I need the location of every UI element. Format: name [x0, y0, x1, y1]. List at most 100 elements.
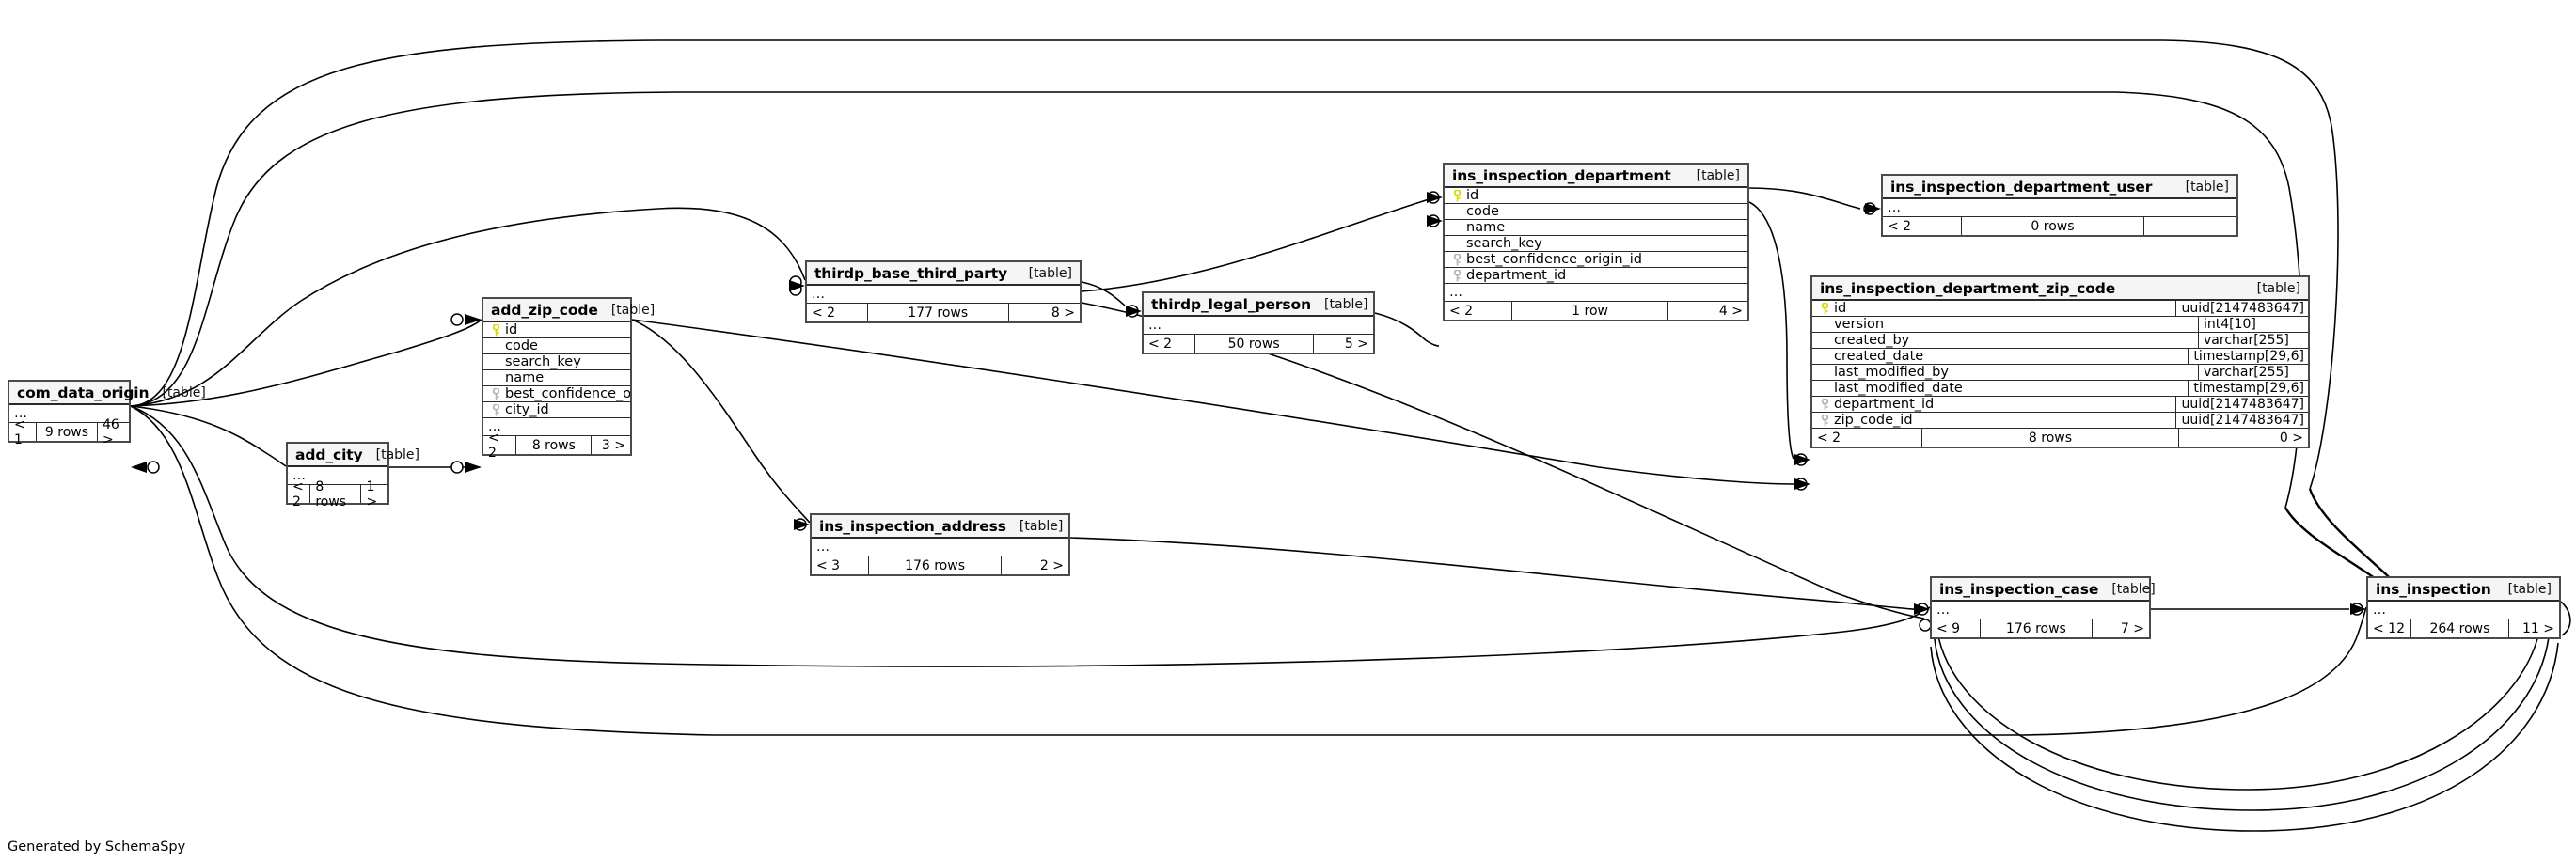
column-left: code — [1445, 204, 1747, 219]
primary-key-icon — [1817, 302, 1832, 315]
column-left: id — [1812, 301, 2175, 316]
column-left: search_key — [1445, 236, 1747, 251]
column-row[interactable]: code — [1445, 204, 1747, 220]
more-columns-ellipsis[interactable]: … — [9, 405, 129, 423]
table-header-ins_inspection_case[interactable]: ins_inspection_case[table] — [1932, 578, 2156, 602]
table-kind-label: [table] — [1028, 265, 1072, 281]
table-title: ins_inspection — [2376, 580, 2491, 598]
children-count: 4 > — [1718, 303, 1743, 319]
rel-marker-circle — [1863, 202, 1876, 215]
more-columns-ellipsis[interactable]: … — [2368, 602, 2559, 619]
column-row[interactable]: code — [483, 338, 630, 354]
column-row[interactable]: department_id uuid[2147483647] — [1812, 397, 2308, 413]
column-row[interactable]: id — [1445, 188, 1747, 204]
column-row[interactable]: name — [483, 370, 630, 386]
table-header-add_zip_code[interactable]: add_zip_code[table] — [483, 299, 655, 322]
foreign-key-icon — [1449, 269, 1464, 282]
table-title: thirdp_legal_person — [1151, 295, 1312, 313]
table-title: ins_inspection_department_zip_code — [1820, 279, 2116, 297]
primary-key-icon — [1449, 189, 1464, 202]
edge-thirdparty-to-legalperson — [1081, 281, 1126, 306]
table-header-thirdp_base_third_party[interactable]: thirdp_base_third_party[table] — [807, 262, 1080, 286]
children-count: 0 > — [2279, 430, 2303, 446]
column-row[interactable]: best_confidence_origin_id — [1445, 252, 1747, 268]
more-columns-ellipsis[interactable]: … — [807, 286, 1080, 304]
edge-origin-to-inspection — [130, 405, 2367, 736]
parents-count: < 2 — [1817, 430, 1841, 446]
column-left: version — [1812, 317, 2198, 332]
column-row[interactable]: department_id — [1445, 268, 1747, 284]
column-row[interactable]: id uuid[2147483647] — [1812, 301, 2308, 317]
table-header-ins_inspection_department[interactable]: ins_inspection_department[table] — [1445, 165, 1747, 188]
row-count: 1 row — [1510, 302, 1669, 320]
table-title: add_city — [295, 446, 363, 463]
table-header-add_city[interactable]: add_city[table] — [288, 444, 419, 467]
table-node-ins_inspection_department_user[interactable]: ins_inspection_department_user[table]…< … — [1881, 174, 2238, 237]
more-columns-ellipsis[interactable]: … — [1932, 602, 2149, 619]
table-header-thirdp_legal_person[interactable]: thirdp_legal_person [table] — [1144, 293, 1373, 317]
column-type: uuid[2147483647] — [2175, 301, 2308, 316]
more-columns-ellipsis[interactable]: … — [1144, 317, 1373, 335]
table-kind-label: [table] — [2507, 581, 2552, 597]
rel-marker-circle — [1427, 191, 1440, 204]
column-row[interactable]: name — [1445, 220, 1747, 236]
row-count: 177 rows — [866, 304, 1009, 321]
more-columns-ellipsis[interactable]: … — [288, 467, 387, 485]
children-count: 2 > — [1039, 557, 1064, 573]
column-name: id — [1834, 301, 1847, 316]
table-title: ins_inspection_department_user — [1890, 178, 2153, 196]
more-columns-ellipsis[interactable]: … — [1883, 199, 2236, 217]
column-name: version — [1834, 317, 1885, 332]
children-count: 11 > — [2522, 620, 2554, 636]
table-header-ins_inspection_department_zip_code[interactable]: ins_inspection_department_zip_code[table… — [1812, 277, 2308, 301]
column-row[interactable]: city_id — [483, 402, 630, 418]
column-row[interactable]: search_key — [1445, 236, 1747, 252]
column-row[interactable]: id — [483, 322, 630, 338]
edge-inspection-stub — [2560, 601, 2571, 636]
row-count: 264 rows — [2410, 619, 2510, 637]
parents-count: < 1 — [14, 416, 25, 447]
more-columns-ellipsis[interactable]: … — [812, 539, 1068, 556]
table-kind-label: [table] — [1324, 296, 1368, 312]
column-type: uuid[2147483647] — [2175, 413, 2308, 428]
parents-count: < 2 — [488, 430, 499, 461]
edge-department-to-deptzip — [1748, 201, 1794, 460]
more-columns-ellipsis[interactable]: … — [1445, 284, 1747, 302]
foreign-key-icon — [488, 403, 503, 416]
table-header-ins_inspection_department_user[interactable]: ins_inspection_department_user [table] — [1883, 176, 2236, 199]
edge-department-to-deptuser — [1748, 187, 1861, 210]
column-row[interactable]: best_confidence_origin_id — [483, 386, 630, 402]
table-header-ins_inspection_address[interactable]: ins_inspection_address[table] — [812, 515, 1068, 539]
column-row[interactable]: search_key — [483, 354, 630, 370]
column-type: timestamp[29,6] — [2188, 349, 2308, 364]
table-kind-label: [table] — [2185, 179, 2229, 195]
edge-loop-case-inspection-3 — [1930, 642, 2559, 832]
rel-marker-circle — [1126, 305, 1139, 318]
column-name: department_id — [1834, 397, 1935, 412]
column-name: created_by — [1834, 333, 1910, 348]
table-node-ins_inspection_department_zip_code[interactable]: ins_inspection_department_zip_code[table… — [1810, 275, 2310, 448]
more-columns-ellipsis[interactable]: … — [483, 418, 630, 436]
table-header-com_data_origin[interactable]: com_data_origin[table] — [9, 382, 206, 405]
generated-by-note: Generated by SchemaSpy — [8, 839, 186, 854]
table-header-ins_inspection[interactable]: ins_inspection [table] — [2368, 578, 2559, 602]
column-type: uuid[2147483647] — [2175, 397, 2308, 412]
column-left: search_key — [483, 354, 630, 369]
